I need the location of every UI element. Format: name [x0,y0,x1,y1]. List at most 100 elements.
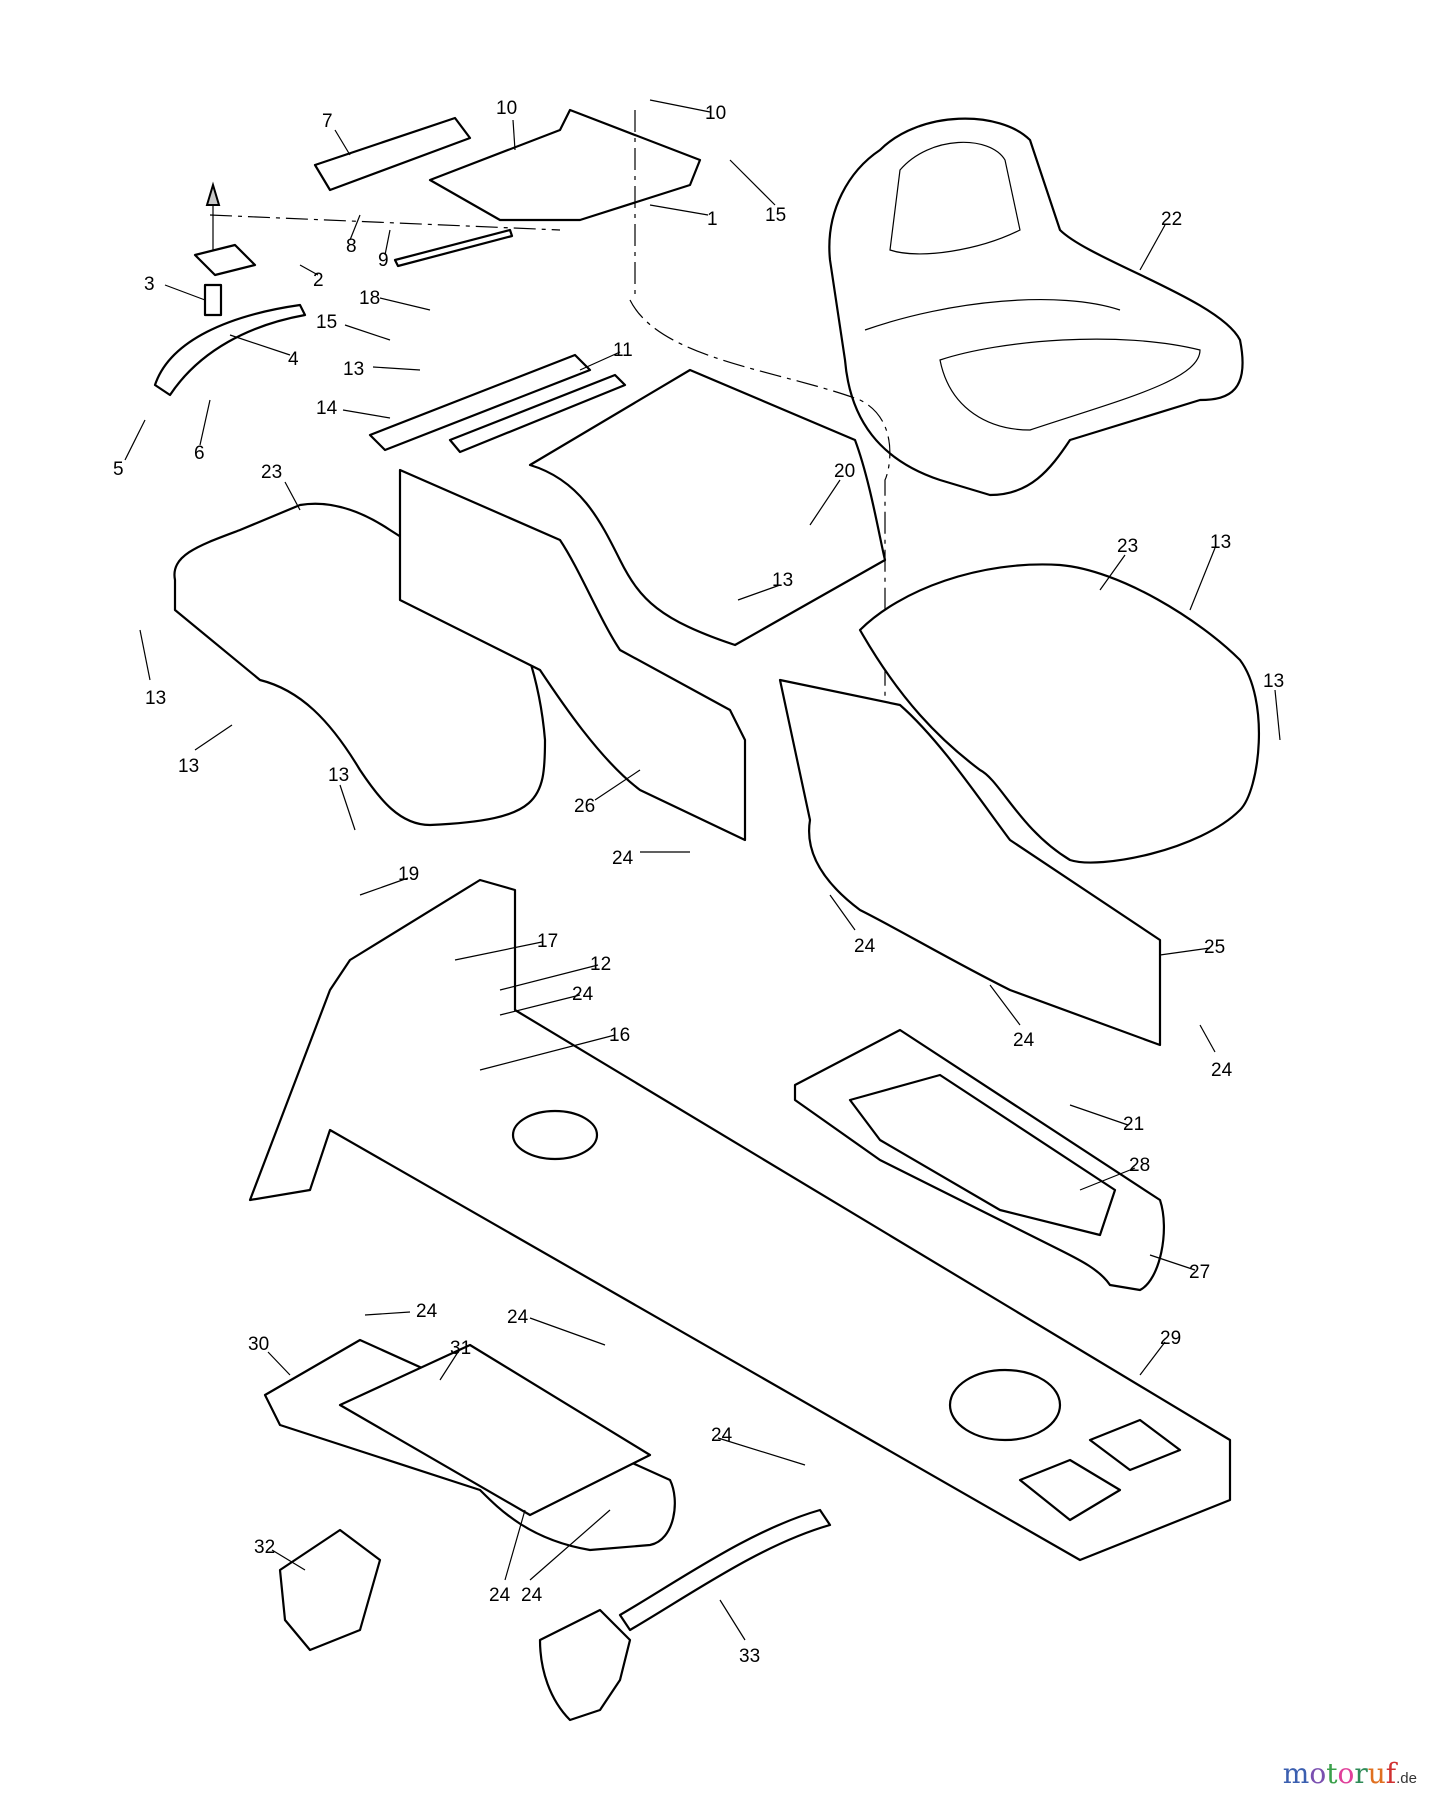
part-label: 13 [1263,671,1284,692]
part-label: 10 [496,98,517,119]
leader-line [499,964,599,991]
part-label: 4 [288,349,299,370]
leader-line [479,1034,616,1071]
part-label: 24 [416,1301,438,1322]
part-label: 13 [1210,532,1231,553]
part-label: 13 [178,756,199,777]
part-label: 28 [1129,1155,1150,1176]
part-label: 24 [489,1585,511,1606]
leader-line [271,1549,306,1571]
leader-line [579,351,621,371]
part-label: 33 [739,1646,760,1667]
leader-line [717,1437,806,1466]
part-label: 13 [145,688,166,709]
part-label: 14 [316,398,338,419]
watermark-letter: t [1326,1757,1338,1790]
part-label: 18 [359,288,380,309]
leader-line [594,769,641,801]
part-label: 23 [261,462,282,483]
part-label: 24 [1211,1060,1233,1081]
leader-line [829,894,856,931]
part-label: 12 [590,954,611,975]
part-label: 17 [537,931,558,952]
leader-line [649,99,711,113]
leader-line [339,784,356,831]
part-label: 26 [574,796,595,817]
axle-bracket [538,1608,632,1722]
part-label: 19 [398,864,419,885]
center-fender-panel [528,368,887,647]
part-label: 15 [765,205,786,226]
watermark-letter: f [1385,1757,1397,1790]
part-label: 9 [378,250,389,271]
watermark-tld: .de [1396,1770,1417,1787]
leader-line [529,1317,606,1346]
floor-mat [848,1073,1117,1237]
leader-line [989,984,1021,1026]
leader-line [1199,1024,1216,1053]
leader-line [364,1311,411,1316]
leader-line [1079,1167,1136,1191]
part-label: 13 [772,570,793,591]
leader-line [729,159,776,206]
leader-line [1069,1104,1129,1126]
watermark-brand: motoruf [1283,1757,1396,1790]
leader-line [737,584,781,601]
leader-line [1149,1254,1196,1271]
leader-line [454,941,543,961]
part-label: 24 [521,1585,543,1606]
leader-line [504,1509,526,1581]
part-label: 23 [1117,536,1138,557]
watermark-letter: o [1337,1757,1355,1790]
part-label: 16 [609,1025,630,1046]
leader-line [284,481,301,511]
alignment-line [209,214,561,231]
leader-line [229,334,291,356]
alignment-line [629,299,891,800]
leader-line [439,1351,459,1381]
frame [248,878,1232,1562]
leader-line [719,1599,746,1641]
leader-line [194,724,233,751]
part-label: 10 [705,103,726,124]
part-label: 2 [313,270,324,291]
right-fender [858,563,1261,864]
seat [828,117,1244,497]
part-label: 24 [572,984,594,1005]
leader-line [499,994,581,1016]
part-label: 24 [507,1307,529,1328]
part-label: 29 [1160,1328,1181,1349]
leader-line [139,629,151,681]
leader-line [334,129,351,156]
left-panel [398,468,747,842]
part-label: 6 [194,443,205,464]
leader-line [344,324,391,341]
bracket-plate [448,373,627,454]
part-label: 32 [254,1537,275,1558]
leader-line [1189,547,1216,611]
watermark-letter: u [1367,1757,1386,1790]
leader-line [199,399,211,446]
leader-line [299,264,319,276]
part-label: 22 [1161,209,1182,230]
part-label: 13 [328,765,349,786]
leader-line [512,119,516,151]
watermark-letter: o [1309,1757,1327,1790]
leader-line [349,214,361,241]
leader-line [342,409,391,419]
leader-line [809,479,841,526]
part-label: 25 [1204,937,1225,958]
part-label: 24 [612,848,634,869]
leader-line [359,877,409,896]
seat-latch [153,181,307,397]
leader-line [1099,554,1126,591]
leader-line [164,284,206,301]
seat-pan-bracket [313,108,702,268]
leader-lines [124,99,1281,1641]
leader-line [1159,947,1211,956]
part-label: 3 [144,274,155,295]
part-label: 27 [1189,1262,1210,1283]
leader-line [384,229,391,256]
